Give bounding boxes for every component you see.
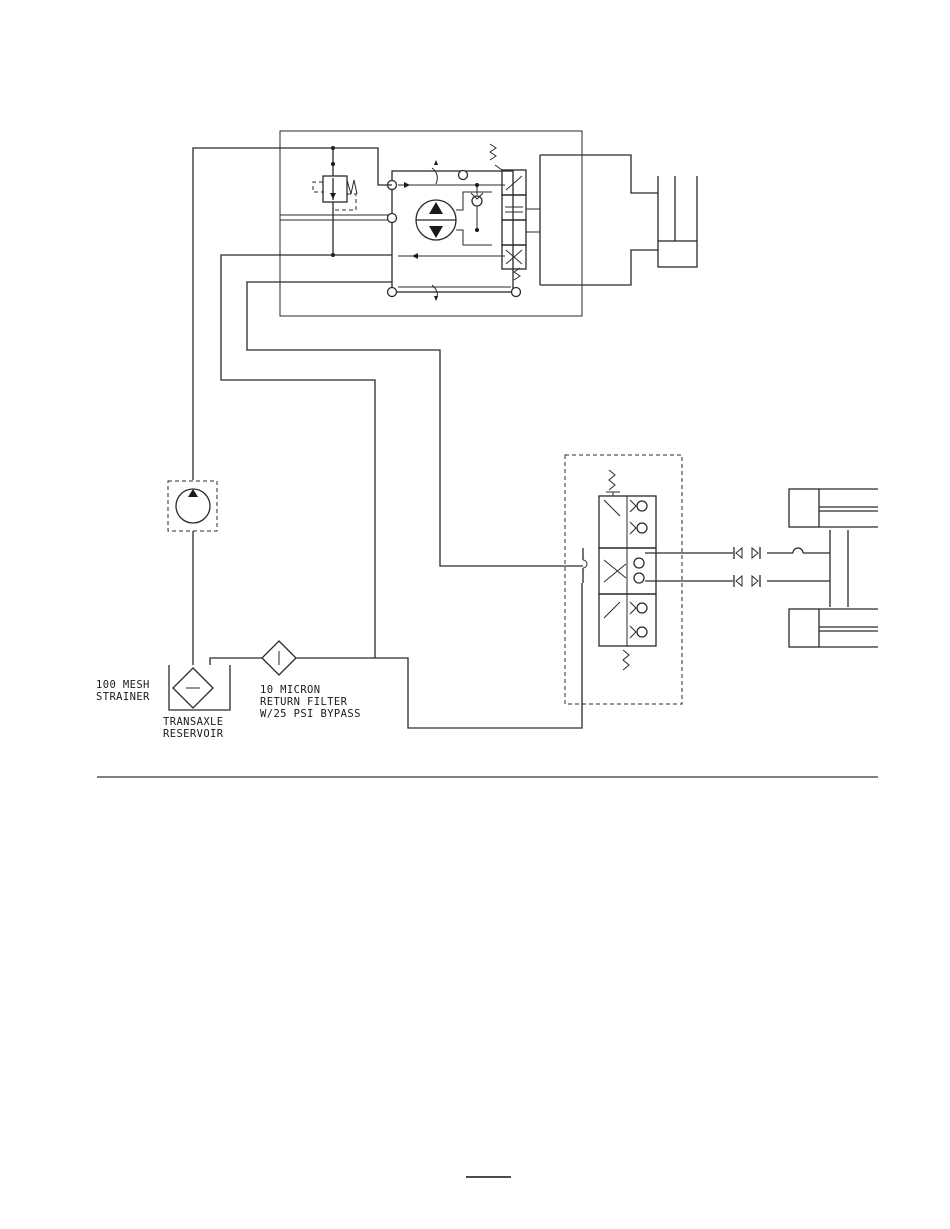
control-valve xyxy=(490,144,526,280)
filter-label-1: 10 MICRON xyxy=(260,684,321,696)
filter-label-3: W/25 PSI BYPASS xyxy=(260,708,361,720)
strainer-label-1: 100 MESH xyxy=(96,679,150,691)
charge-pump xyxy=(168,481,217,531)
strainer-reservoir xyxy=(169,665,230,710)
check-valve xyxy=(471,183,483,232)
deck-cylinders xyxy=(789,489,878,647)
charge-relief-valve xyxy=(313,176,357,210)
hydraulic-lines xyxy=(193,148,583,728)
return-filter xyxy=(262,641,296,675)
filter-label-2: RETURN FILTER xyxy=(260,696,348,708)
strainer-label-2: STRAINER xyxy=(96,691,150,703)
lift-cylinder-lines xyxy=(645,530,848,607)
reservoir-label-1: TRANSAXLE xyxy=(163,716,224,728)
motor-housing xyxy=(540,155,658,285)
quick-couplers xyxy=(734,547,760,587)
variable-displacement-pump xyxy=(416,160,456,301)
reservoir-label-2: RESERVOIR xyxy=(163,728,224,740)
lift-cylinder xyxy=(658,176,697,267)
hydrostat-module xyxy=(280,131,582,316)
